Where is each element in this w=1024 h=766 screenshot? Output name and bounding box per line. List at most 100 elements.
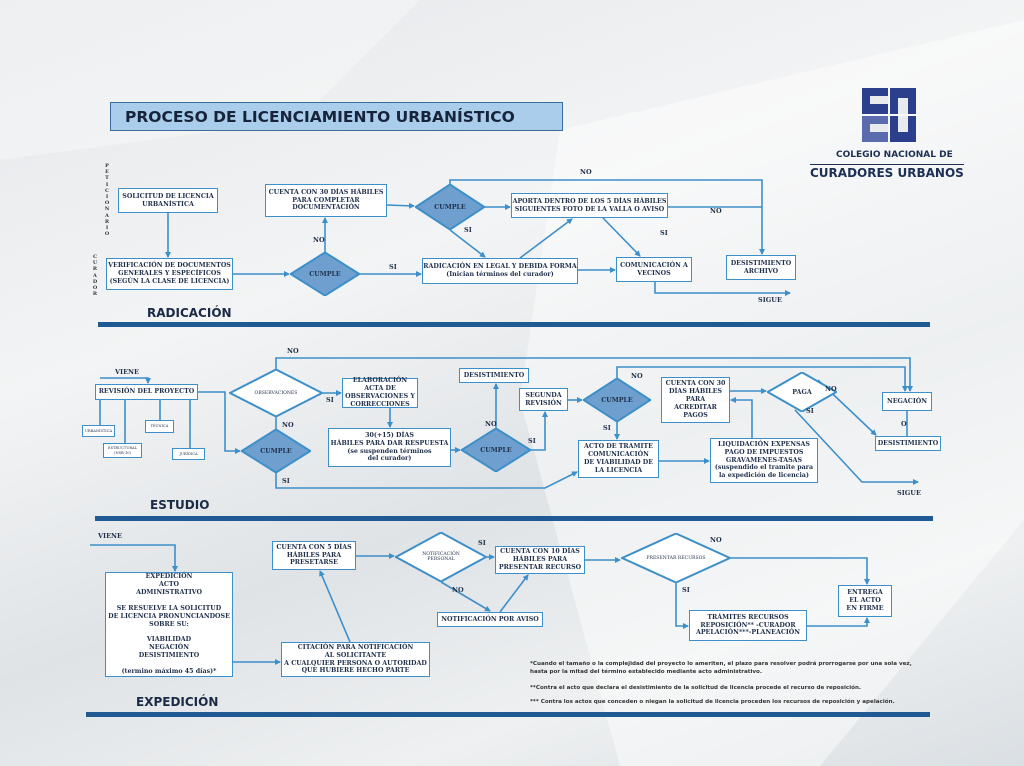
decision-label: CUMPLE xyxy=(434,203,466,211)
decision-label: PAGA xyxy=(792,388,812,396)
elaboracion-acta-box: ELABORACIÓN ACTA DE OBSERVACIONES Y CORR… xyxy=(342,377,418,408)
connector-arrow xyxy=(519,218,573,259)
footnote-1: *Cuando el tamaño o la complejidad del p… xyxy=(530,661,912,675)
decision-label: CUMPLE xyxy=(309,270,341,278)
footnote-2: **Contra el acto que declara el desistim… xyxy=(530,685,862,691)
flow-label: SI xyxy=(464,226,472,234)
solicitud-box: SOLICITUD DE LICENCIA URBANÍSTICA xyxy=(118,188,218,213)
segunda-revision-box: SEGUNDA REVISIÓN xyxy=(519,388,568,411)
flow-label: NO xyxy=(825,385,837,393)
connector-arrow xyxy=(731,557,870,585)
citacion-box: CITACIÓN PARA NOTIFICACIÓN AL SOLICITANT… xyxy=(281,642,430,677)
decision-label: CUMPLE xyxy=(601,396,633,404)
flow-label: SI xyxy=(603,424,611,432)
flow-label: NO xyxy=(710,536,722,544)
review-juridica-box: JURÍDICA xyxy=(172,448,205,460)
connector-arrow xyxy=(807,617,870,627)
section-divider xyxy=(86,712,930,717)
lane-label-peticionario: PETICIONARIO xyxy=(104,163,110,238)
connector-arrow xyxy=(602,217,641,257)
logo-text-line1: COLEGIO NACIONAL DE xyxy=(836,150,953,160)
flow-label: NO xyxy=(631,372,643,380)
connector-arrow xyxy=(499,574,529,613)
review-tecnica-box: TÉCNICA xyxy=(145,420,174,433)
flow-label: SI xyxy=(660,229,668,237)
cumple-decision: CUMPLE xyxy=(290,252,360,296)
section-divider xyxy=(95,516,933,521)
flow-label: SI xyxy=(806,407,814,415)
connector-arrow xyxy=(449,229,486,258)
cuenta-30-dias-box: CUENTA CON 30 DÍAS HÁBILES PARA COMPLETA… xyxy=(265,184,387,217)
decision-label: CUMPLE xyxy=(480,446,512,454)
cumple-decision: CUMPLE xyxy=(461,428,531,472)
section-divider xyxy=(98,322,930,327)
connector-arrow xyxy=(531,411,548,451)
connector-arrow xyxy=(319,570,351,643)
decision-label: NOTIFICACIÓN PERSONAL xyxy=(422,552,460,562)
connector-arrow xyxy=(100,377,151,384)
section-title-estudio: ESTUDIO xyxy=(150,498,210,512)
observaciones-decision: OBSERVACIONES xyxy=(229,369,323,417)
logo-text-line2: CURADORES URBANOS xyxy=(810,164,964,180)
flow-label: NO xyxy=(287,347,299,355)
comunicacion-vecinos-box: COMUNICACIÓN A VECINOS xyxy=(616,257,692,282)
decision-label: PRESENTAR RECURSOS xyxy=(646,555,706,561)
expedicion-acto-box: EXPEDICIÓN ACTO ADMINISTRATIVO SE RESUEL… xyxy=(105,572,233,677)
connector-arrow xyxy=(440,581,491,612)
page-title: PROCESO DE LICENCIAMIENTO URBANÍSTICO xyxy=(110,102,563,131)
flow-label: SI xyxy=(528,437,536,445)
connector-arrow xyxy=(386,202,415,209)
connector-arrow xyxy=(275,357,913,392)
desistimiento-box: DESISTIMIENTO xyxy=(875,436,941,451)
connector-arrow xyxy=(675,583,689,629)
flow-label: SI xyxy=(389,263,397,271)
revision-proyecto-box: REVISIÓN DEL PROYECTO xyxy=(95,384,198,400)
footnote-3: *** Contra los actos que conceden o nieg… xyxy=(530,699,895,705)
decision-label: OBSERVACIONES xyxy=(254,390,298,396)
section-title-radicacion: RADICACIÓN xyxy=(147,306,232,320)
flow-label: NO xyxy=(485,420,497,428)
flow-label: VIENE xyxy=(115,368,139,376)
connector-arrow xyxy=(730,397,753,438)
plazo-respuesta-box: 30(+15) DÍAS HÁBILES PARA DAR RESPUESTA … xyxy=(328,428,451,467)
lane-label-curador: CURADOR xyxy=(92,254,98,298)
notificacion-aviso-box: NOTIFICACIÓN POR AVISO xyxy=(437,612,543,627)
connector-arrow xyxy=(275,471,578,489)
flow-label: NO xyxy=(580,168,592,176)
connector-arrow xyxy=(449,179,765,255)
presentar-recursos-decision: PRESENTAR RECURSOS xyxy=(621,533,731,583)
flow-label: SI xyxy=(282,477,290,485)
aporta-valla-box: APORTA DENTRO DE LOS 5 DÍAS HÁBILES SIGU… xyxy=(511,193,668,218)
flow-label: NO xyxy=(452,586,464,594)
radicacion-legal-box: RADICACIÓN EN LEGAL Y DEBIDA FORMA (Inic… xyxy=(422,258,578,284)
connector-arrow xyxy=(90,544,178,572)
flow-label: O xyxy=(901,420,907,428)
cuenta-pagos-box: CUENTA CON 30 DÍAS HÁBILES PARA ACREDITA… xyxy=(661,377,730,423)
section-title-expedicion: EXPEDICIÓN xyxy=(136,695,219,709)
flow-label: VIENE xyxy=(98,532,122,540)
liquidacion-box: LIQUIDACIÓN EXPENSAS PAGO DE IMPUESTOS G… xyxy=(710,438,818,483)
verificacion-box: VERIFICACIÓN DE DOCUMENTOS GENERALES Y E… xyxy=(106,258,233,290)
logo-icon xyxy=(862,88,916,142)
tramites-recursos-box: TRÁMITES RECURSOS REPOSICIÓN** -CURADOR … xyxy=(689,610,807,641)
logo: COLEGIO NACIONAL DE CURADORES URBANOS xyxy=(800,86,970,182)
acto-tramite-box: ACTO DE TRAMITE COMUNICACIÓN DE VIABILID… xyxy=(578,440,659,478)
connector-arrow xyxy=(616,366,908,392)
flow-label: SI xyxy=(478,539,486,547)
flow-label: NO xyxy=(313,236,325,244)
connector-arrow xyxy=(654,282,791,296)
flow-label: SIGUE xyxy=(897,489,921,497)
flow-label: SI xyxy=(326,396,334,404)
flow-label: SI xyxy=(682,586,690,594)
connector-arrow xyxy=(794,409,919,485)
review-estructural-box: ESTRUCTURAL (NSR-10) xyxy=(103,443,142,458)
flow-label: SIGUE xyxy=(758,296,782,304)
cumple-decision: CUMPLE xyxy=(241,429,311,473)
negacion-box: NEGACIÓN xyxy=(882,392,932,411)
cuenta-5-dias-box: CUENTA CON 5 DÍAS HÁBILES PARA PRESETARS… xyxy=(272,541,356,570)
desistimiento-archivo-box: DESISTIMIENTO ARCHIVO xyxy=(726,255,796,280)
cumple-decision: CUMPLE xyxy=(583,378,651,422)
cumple-decision: CUMPLE xyxy=(415,184,485,230)
connector-arrow xyxy=(198,391,241,454)
flow-label: NO xyxy=(710,207,722,215)
